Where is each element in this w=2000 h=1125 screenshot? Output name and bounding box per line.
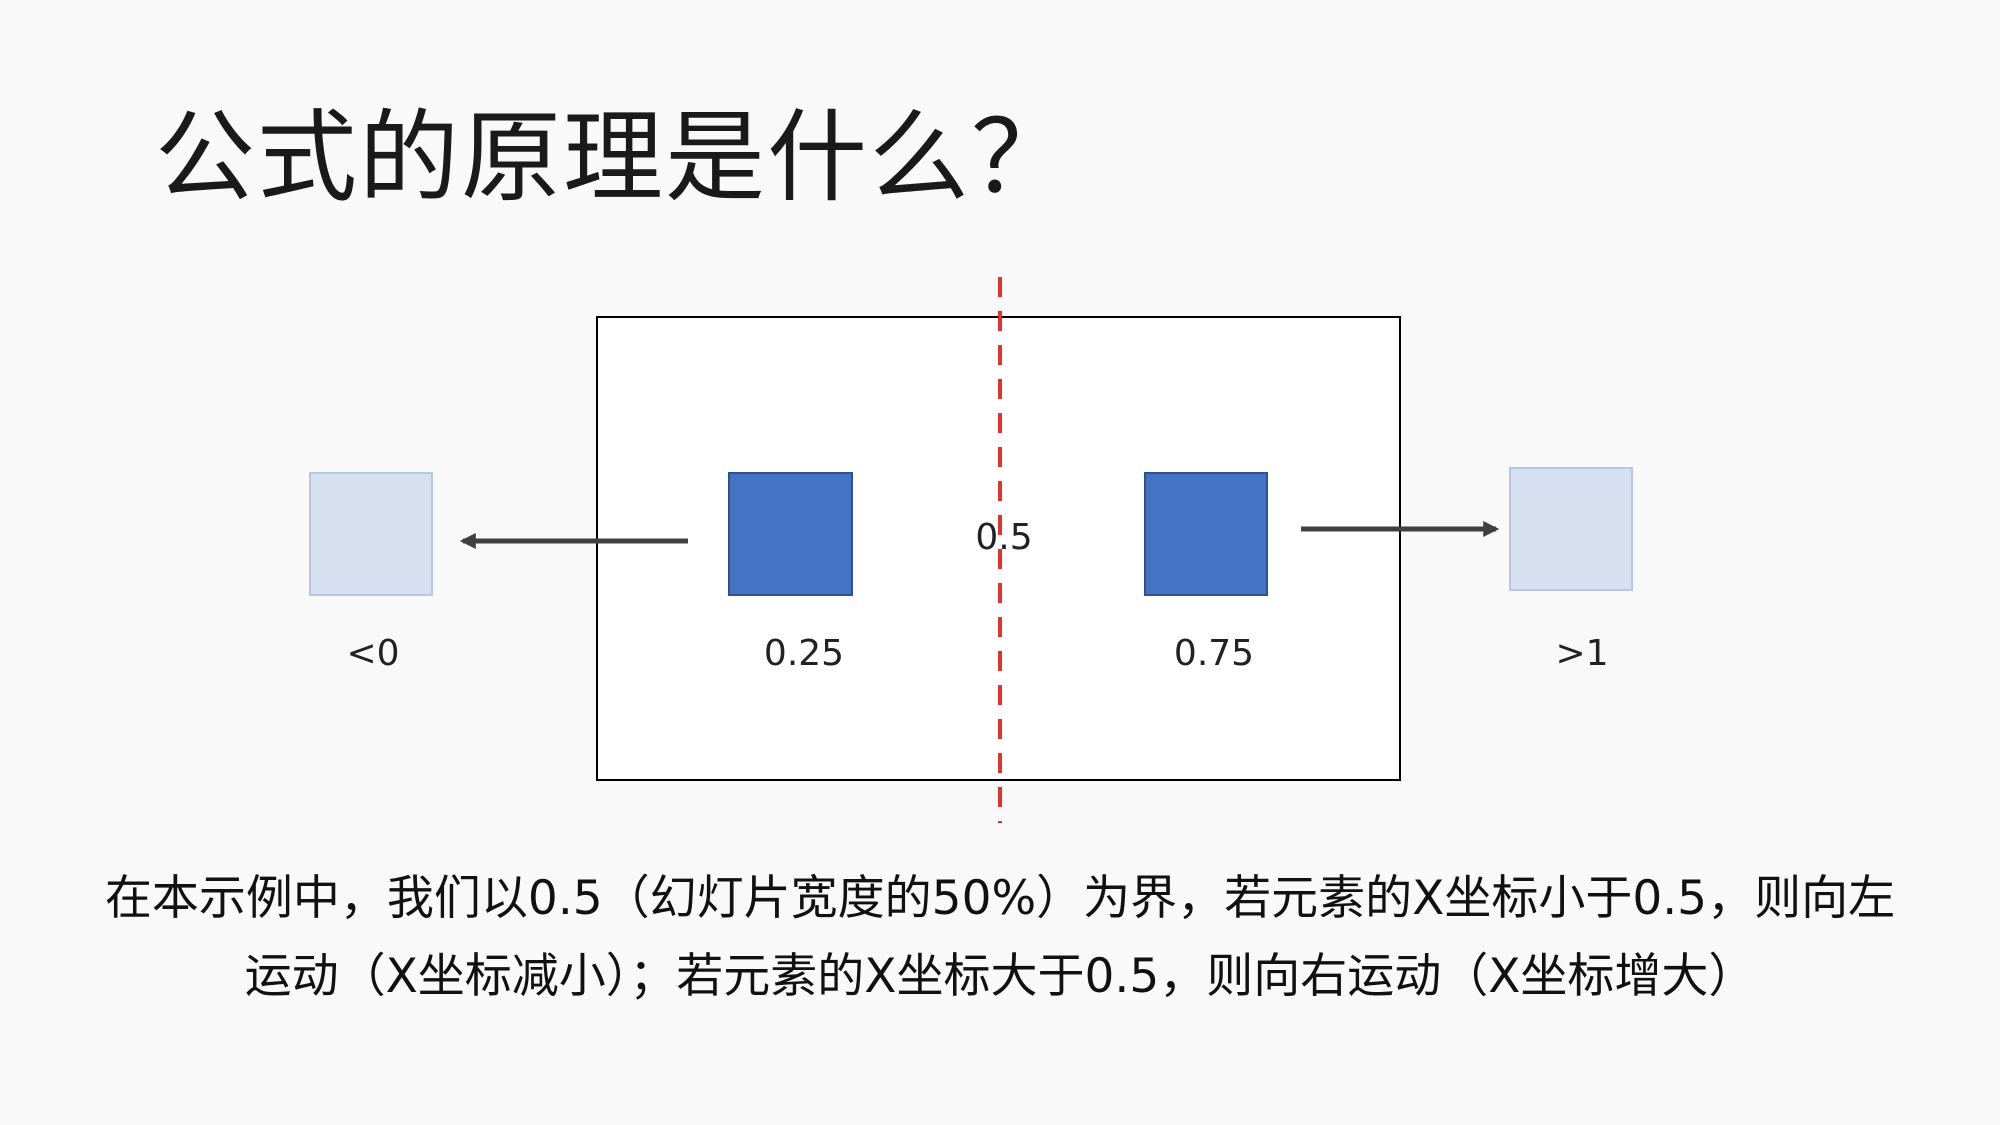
label-far-left: <0 — [346, 633, 399, 674]
label-center: 0.5 — [975, 517, 1032, 558]
caption: 在本示例中，我们以0.5（幻灯片宽度的50%）为界，若元素的X坐标小于0.5，则… — [60, 860, 1940, 1016]
label-left: 0.25 — [764, 633, 844, 674]
far-left-square — [309, 472, 433, 596]
page-title: 公式的原理是什么？ — [155, 99, 1073, 216]
left-square — [728, 472, 853, 596]
caption-line-1: 在本示例中，我们以0.5（幻灯片宽度的50%）为界，若元素的X坐标小于0.5，则… — [104, 871, 1896, 926]
far-right-square — [1509, 467, 1633, 591]
label-right: 0.75 — [1174, 633, 1254, 674]
right-square — [1144, 472, 1268, 596]
label-far-right: >1 — [1555, 633, 1608, 674]
caption-line-2: 运动（X坐标减小）；若元素的X坐标大于0.5，则向右运动（X坐标增大） — [244, 949, 1756, 1004]
